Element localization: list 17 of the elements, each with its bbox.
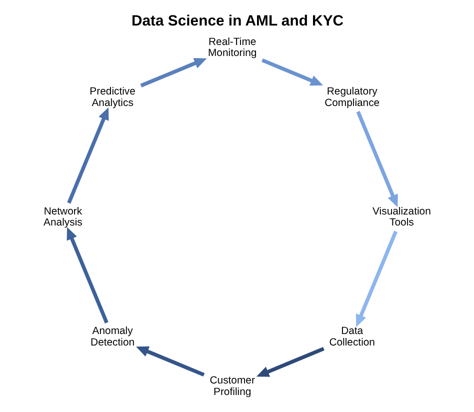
arrow: [136, 346, 205, 377]
node-text: Real-Time Monitoring: [208, 36, 257, 60]
node-text: Network Analysis: [44, 206, 82, 229]
arrow: [262, 58, 324, 86]
diagram-title: Data Science in AML and KYC: [131, 13, 344, 30]
node-text: Predictive Analytics: [90, 86, 136, 109]
node-text: Data Collection: [329, 326, 375, 348]
arrow: [66, 227, 108, 324]
arrow: [356, 110, 398, 208]
arrow: [256, 346, 324, 377]
arrow: [356, 230, 398, 328]
node-text: Customer Profiling: [210, 376, 255, 398]
arrow: [140, 58, 207, 88]
node-text: Anomaly Detection: [90, 326, 135, 348]
node-text: Visualization Tools: [372, 206, 431, 229]
node-text: Regulatory Compliance: [324, 86, 380, 109]
arrow: [67, 107, 109, 204]
